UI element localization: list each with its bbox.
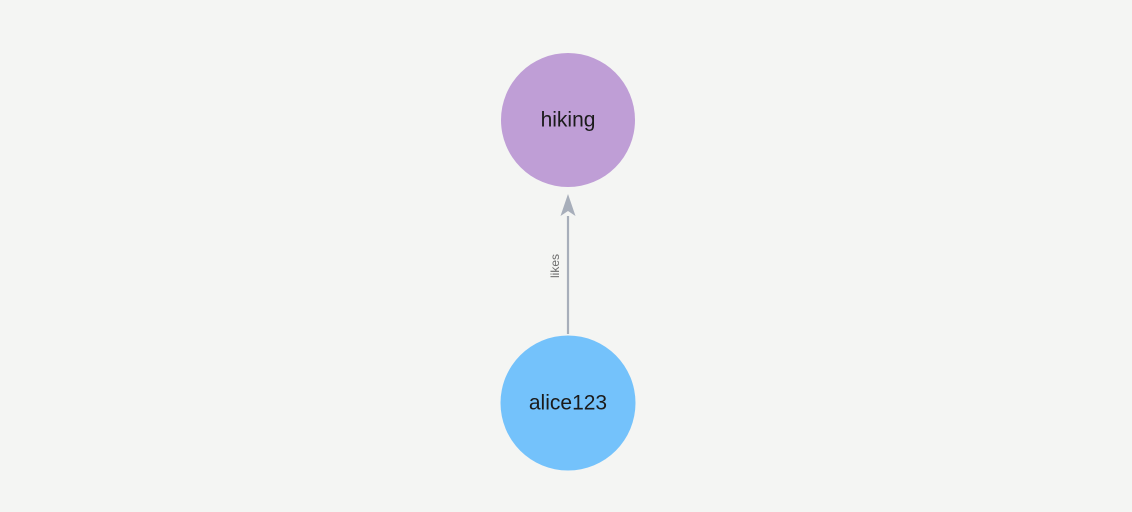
node-alice123[interactable]: alice123 xyxy=(500,335,636,471)
node-circle[interactable] xyxy=(500,335,636,471)
node-circle[interactable] xyxy=(501,53,635,187)
node-hiking[interactable]: hiking xyxy=(501,53,635,187)
edge-arrowhead-icon xyxy=(560,194,576,216)
edge-label: likes xyxy=(548,254,562,278)
edge-alice123-likes-hiking[interactable]: likes xyxy=(548,194,576,334)
